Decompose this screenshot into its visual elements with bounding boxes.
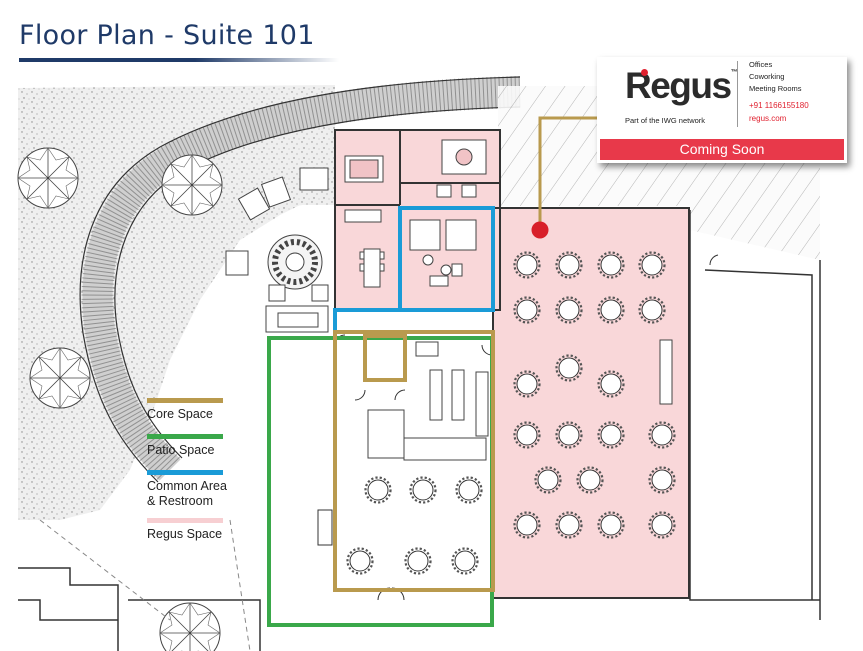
- page-title: Floor Plan - Suite 101: [19, 20, 315, 51]
- kitchen-area: [367, 341, 489, 461]
- location-marker: [531, 221, 549, 239]
- service-meeting-rooms: Meeting Rooms: [749, 84, 802, 93]
- legend-patio-swatch: [147, 434, 223, 439]
- iwg-tagline: Part of the IWG network: [625, 116, 706, 125]
- website-link[interactable]: regus.com: [749, 114, 787, 123]
- core-outline: [333, 330, 495, 592]
- neighbor-building: [18, 567, 261, 651]
- legend-label-patio: Patio Space: [147, 443, 215, 457]
- phone-number: +91 1166155180: [749, 101, 809, 110]
- legend-common-swatch: [147, 470, 223, 475]
- service-offices: Offices: [749, 60, 773, 69]
- common-area-outline: [333, 206, 495, 335]
- core-space-tables: [346, 476, 483, 575]
- room-furniture: [344, 139, 487, 288]
- legend-label-common: Common Area & Restroom: [147, 479, 227, 508]
- badge-divider: [737, 61, 738, 127]
- curved-walkway: [79, 76, 521, 483]
- gear-fountain: [267, 234, 323, 290]
- regus-coming-soon-badge: Regus™ Part of the IWG network Offices C…: [597, 57, 847, 163]
- title-underline: [19, 58, 339, 62]
- legend-core-swatch: [147, 398, 223, 403]
- legend-label-regus: Regus Space: [147, 527, 223, 541]
- core-marker-line: [538, 116, 600, 230]
- restroom-fixtures: [409, 219, 477, 287]
- coming-soon-banner: Coming Soon: [600, 139, 844, 160]
- legend-label-core: Core Space: [147, 407, 214, 421]
- regus-logo-dot: [641, 69, 648, 76]
- outdoor-lounge: [225, 167, 329, 333]
- right-building: [689, 210, 821, 620]
- legend-regus-swatch: [147, 518, 223, 523]
- service-coworking: Coworking: [749, 72, 785, 81]
- zone-outlines: [267, 116, 600, 627]
